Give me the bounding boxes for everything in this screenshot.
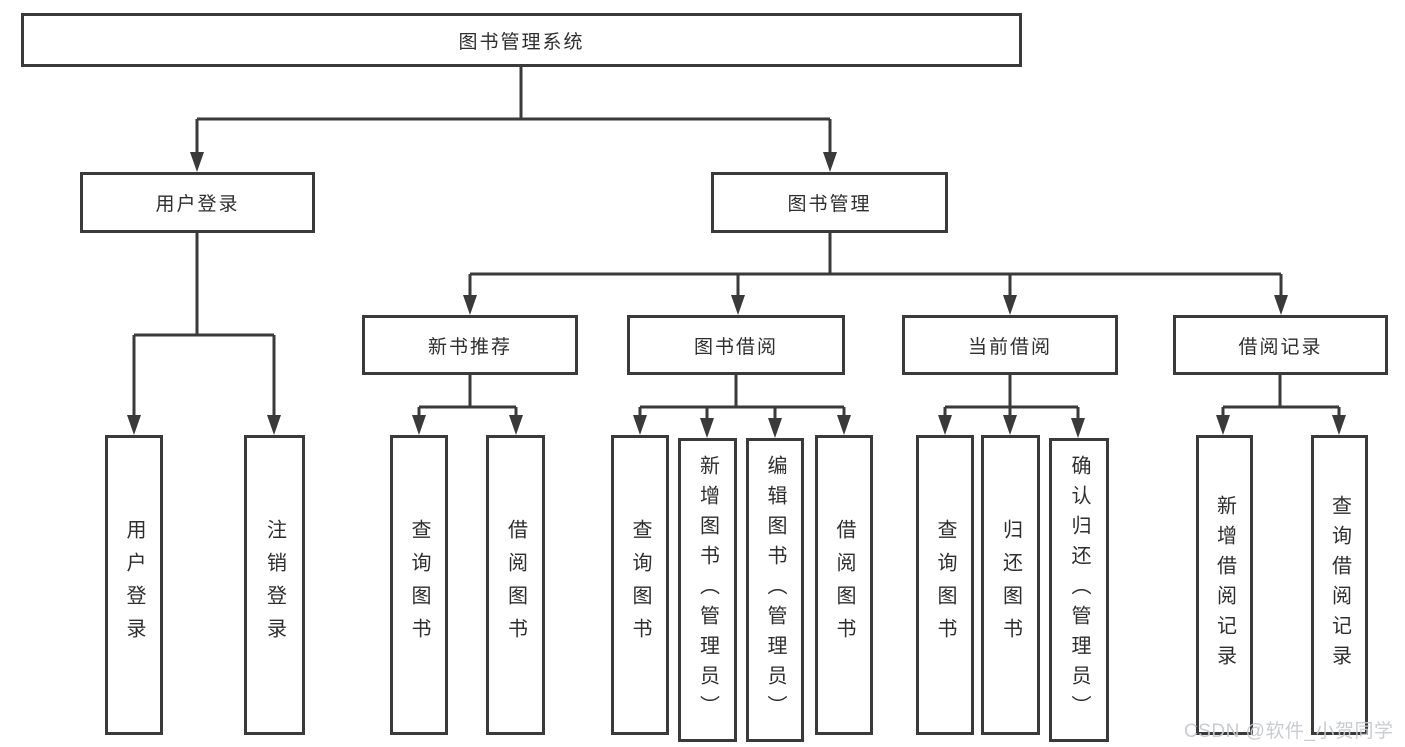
node-borrow-records: 借阅记录: [1173, 315, 1388, 375]
node-label: 新增图书（管理员）: [696, 455, 719, 725]
connector-current-borrow-to-leaves: [943, 375, 1080, 420]
node-label: 图书管理系统: [458, 31, 585, 53]
leaf-edit-book-admin: 编辑图书（管理员）: [746, 438, 804, 742]
arrow-down-icon: [768, 418, 782, 438]
leaf-borrow-books: 借阅图书: [815, 435, 873, 735]
arrow-down-icon: [463, 295, 477, 315]
arrow-down-icon: [700, 418, 714, 438]
leaf-add-borrow-record: 新增借阅记录: [1196, 435, 1253, 735]
connector-user-login-to-leaves: [132, 233, 276, 418]
node-book-management: 图书管理: [711, 172, 948, 233]
arrow-down-icon: [1332, 415, 1346, 435]
leaf-query-books-current: 查询图书: [916, 435, 974, 735]
leaf-confirm-return-admin: 确认归还（管理员）: [1049, 438, 1109, 742]
arrow-down-icon: [190, 152, 204, 172]
arrow-down-icon: [412, 415, 426, 435]
leaf-logout: 注销登录: [244, 435, 305, 735]
leaf-user-login: 用户登录: [105, 435, 163, 735]
node-label: 借阅图书: [504, 519, 527, 651]
node-current-borrow: 当前借阅: [902, 315, 1118, 375]
node-label: 编辑图书（管理员）: [764, 455, 786, 725]
arrow-down-icon: [1003, 295, 1017, 315]
node-label: 借阅图书: [833, 519, 855, 651]
arrow-down-icon: [633, 415, 647, 435]
node-book-borrow: 图书借阅: [627, 315, 845, 375]
arrow-down-icon: [837, 415, 851, 435]
arrow-down-icon: [509, 415, 523, 435]
node-label: 新书推荐: [427, 336, 512, 358]
arrow-down-icon: [823, 152, 837, 172]
node-label: 注销登录: [263, 519, 286, 651]
connector-root-to-level2: [195, 67, 832, 155]
node-label: 图书借阅: [693, 336, 778, 358]
connector-book-management-to-level3: [468, 233, 1283, 298]
arrow-down-icon: [731, 295, 745, 315]
node-label: 用户登录: [123, 519, 145, 651]
node-label: 查询图书: [629, 519, 651, 651]
leaf-borrow-books-recommend: 借阅图书: [486, 435, 545, 735]
node-label: 查询图书: [934, 519, 956, 651]
arrow-down-icon: [938, 415, 952, 435]
leaf-add-book-admin: 新增图书（管理员）: [678, 438, 737, 742]
node-label: 图书管理: [787, 194, 872, 215]
arrow-down-icon: [1216, 415, 1230, 435]
node-new-book-recommend: 新书推荐: [362, 315, 578, 375]
arrow-down-icon: [1274, 295, 1288, 315]
arrow-down-icon: [1071, 418, 1085, 438]
arrow-down-icon: [127, 415, 141, 435]
csdn-watermark: CSDN @软件_小贺同学: [1184, 721, 1394, 742]
node-label: 查询借阅记录: [1328, 495, 1351, 675]
leaf-query-books-recommend: 查询图书: [390, 435, 448, 735]
arrowheads: [127, 152, 1346, 438]
connector-borrow-records-to-leaves: [1221, 375, 1341, 418]
node-user-login: 用户登录: [80, 172, 315, 233]
node-label: 归还图书: [999, 519, 1022, 651]
connector-book-borrow-to-leaves: [638, 375, 846, 420]
leaf-return-book: 归还图书: [981, 435, 1040, 735]
arrow-down-icon: [267, 415, 281, 435]
leaf-query-borrow-record: 查询借阅记录: [1311, 435, 1368, 735]
node-label: 借阅记录: [1238, 336, 1323, 358]
node-label: 用户登录: [155, 194, 240, 215]
node-label: 确认归还（管理员）: [1068, 455, 1090, 725]
node-label: 查询图书: [408, 519, 430, 651]
node-label: 当前借阅: [967, 336, 1052, 358]
leaf-query-books-borrow: 查询图书: [611, 435, 669, 735]
arrow-down-icon: [1003, 415, 1017, 435]
node-label: 新增借阅记录: [1213, 495, 1236, 675]
connector-new-book-recommend-to-leaves: [417, 375, 518, 418]
node-root-system: 图书管理系统: [21, 13, 1022, 67]
